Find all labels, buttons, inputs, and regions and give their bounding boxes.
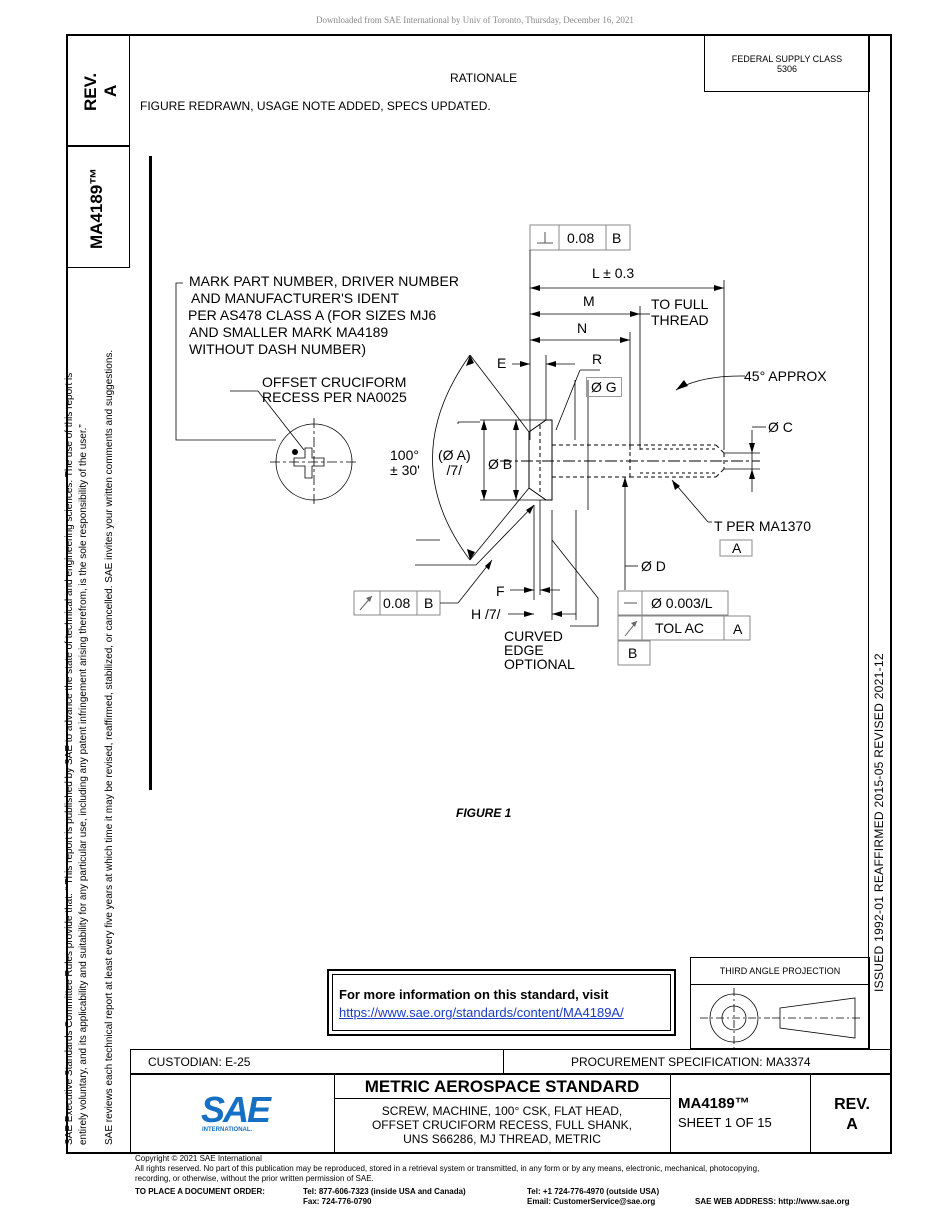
- curved-edge-note: CURVED EDGE OPTIONAL: [504, 628, 575, 672]
- custodian-row: CUSTODIAN: E-25 PROCUREMENT SPECIFICATIO…: [130, 1049, 892, 1074]
- rationale-title: RATIONALE: [450, 71, 518, 85]
- rev-box: REV. A: [66, 34, 130, 146]
- dim-L: L ± 0.3: [592, 265, 635, 281]
- dim-E: E: [497, 355, 507, 371]
- dim-B: Ø B: [488, 456, 513, 472]
- order-label: TO PLACE A DOCUMENT ORDER:: [135, 1187, 265, 1196]
- footer: Copyright © 2021 SAE International All r…: [135, 1154, 760, 1183]
- dim-C: Ø C: [768, 419, 793, 435]
- custodian: CUSTODIAN: E-25: [148, 1055, 251, 1069]
- title-doc-number: MA4189™: [678, 1095, 750, 1112]
- dim-F: F: [496, 583, 505, 599]
- runout-tolerance: 0.08: [383, 595, 411, 611]
- sae-logo: SAE: [201, 1089, 271, 1130]
- dim-A: (Ø A) /7/: [438, 447, 471, 478]
- position-tolerance: Ø 0.003/L: [651, 595, 713, 611]
- download-notice: Downloaded from SAE International by Uni…: [316, 15, 634, 25]
- supply-class-value: 5306: [776, 64, 798, 74]
- sheet-number: SHEET 1 OF 15: [678, 1115, 772, 1130]
- dim-G: Ø G: [586, 377, 622, 397]
- footer-contact-outside: Tel: +1 724-776-4970 (outside USA) Email…: [527, 1187, 660, 1206]
- angle-45-leader: [675, 375, 745, 391]
- length-dimensions: [529, 250, 725, 450]
- datum-A: A: [732, 540, 742, 556]
- datum-B: B: [628, 645, 638, 661]
- angle-45: 45° APPROX: [744, 368, 827, 384]
- standard-title: METRIC AEROSPACE STANDARD: [364, 1077, 640, 1096]
- arrowheads: [530, 285, 724, 343]
- dim-H: H /7/: [471, 606, 501, 622]
- perpendicularity-frame: [529, 224, 631, 251]
- head-leaders: [512, 355, 600, 620]
- thread-diameter-dim: [724, 426, 766, 492]
- head-diameter-dims: [458, 419, 546, 501]
- dim-R: R: [592, 351, 603, 367]
- title-row: SAE INTERNATIONAL. METRIC AEROSPACE STAN…: [130, 1074, 892, 1154]
- perp-datum: B: [612, 230, 622, 246]
- supply-class-label: FEDERAL SUPPLY CLASS: [731, 54, 843, 64]
- info-box: For more information on this standard, v…: [327, 969, 676, 1036]
- title-rev: REV. A: [834, 1096, 870, 1133]
- sae-logo-sub: INTERNATIONAL.: [202, 1127, 253, 1133]
- supply-class-box: FEDERAL SUPPLY CLASS 5306: [704, 34, 870, 92]
- standard-description: SCREW, MACHINE, 100° CSK, FLAT HEAD, OFF…: [371, 1104, 633, 1146]
- revision-bar: [149, 156, 152, 790]
- perp-tolerance: 0.08: [567, 230, 595, 246]
- tolerance-frames-right: [617, 539, 753, 666]
- to-full-thread: TO FULL THREAD: [651, 296, 709, 328]
- tol-ac: TOL AC: [655, 620, 705, 636]
- angle-100: 100° ± 30': [390, 447, 420, 478]
- standard-link[interactable]: https://www.sae.org/standards/content/MA…: [339, 1005, 624, 1020]
- projection-box: THIRD ANGLE PROJECTION: [690, 957, 870, 1049]
- mark-note: MARK PART NUMBER, DRIVER NUMBER AND MANU…: [188, 273, 459, 357]
- procurement: PROCUREMENT SPECIFICATION: MA3374: [571, 1055, 811, 1069]
- thread-note: T PER MA1370: [714, 518, 812, 534]
- tol-ac-datum: A: [733, 621, 743, 637]
- doc-number-box: MA4189™: [66, 146, 130, 268]
- projection-symbol: [700, 988, 862, 1048]
- dim-M: M: [583, 293, 595, 309]
- dim-D: Ø D: [641, 558, 666, 574]
- rationale-text: FIGURE REDRAWN, USAGE NOTE ADDED, SPECS …: [140, 99, 491, 113]
- recess-top-view: [270, 418, 358, 506]
- recess-note: OFFSET CRUCIFORM RECESS PER NA0025: [262, 374, 407, 405]
- runout-datum: B: [424, 595, 434, 611]
- figure-caption: FIGURE 1: [456, 806, 512, 820]
- info-text: For more information on this standard, v…: [339, 987, 609, 1002]
- footer-contact-us: Tel: 877-606-7323 (inside USA and Canada…: [303, 1187, 466, 1206]
- status-strip: [868, 34, 893, 1049]
- projection-label: THIRD ANGLE PROJECTION: [719, 966, 841, 976]
- footer-web: SAE WEB ADDRESS: http://www.sae.org: [695, 1197, 850, 1206]
- bearing-dims: [508, 589, 576, 615]
- dim-N: N: [577, 320, 588, 336]
